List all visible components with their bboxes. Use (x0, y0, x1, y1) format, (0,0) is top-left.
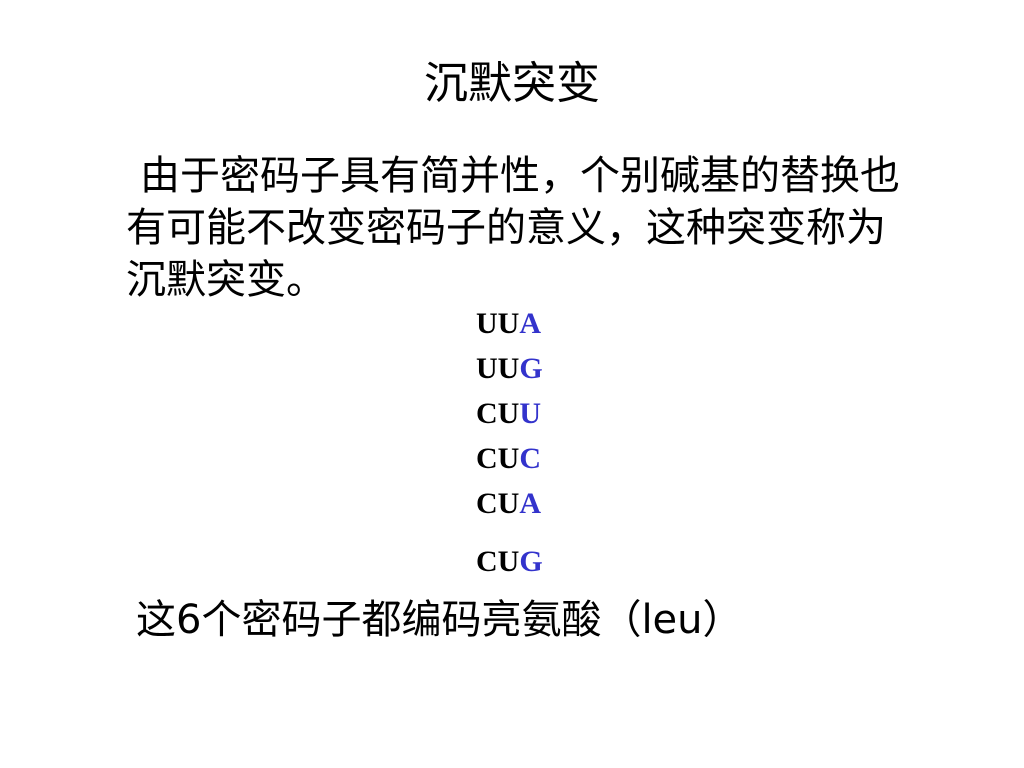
codon-prefix: CU (476, 545, 520, 578)
codon-prefix: UU (476, 352, 520, 385)
summary-text: 这6个密码子都编码亮氨酸（leu） (136, 597, 743, 643)
codon-third-base: A (519, 487, 542, 520)
codon-item: UUG (476, 351, 543, 387)
codon-prefix: UU (476, 307, 520, 340)
codon-item: UUA (476, 306, 541, 342)
codon-prefix: CU (476, 442, 520, 475)
explanation-paragraph: 由于密码子具有简并性，个别碱基的替换也有可能不改变密码子的意义，这种突变称为沉默… (126, 153, 900, 303)
codon-item: CUU (476, 396, 541, 432)
codon-item: CUC (476, 441, 541, 477)
codon-item: CUA (476, 486, 541, 522)
codon-third-base: A (519, 307, 542, 340)
codon-item: CUG (476, 544, 543, 580)
codon-prefix: CU (476, 487, 520, 520)
codon-third-base: G (519, 352, 543, 385)
codon-third-base: U (519, 397, 542, 430)
codon-third-base: C (519, 442, 542, 475)
codon-third-base: G (519, 545, 543, 578)
codon-prefix: CU (476, 397, 520, 430)
slide-title: 沉默突变 (424, 58, 600, 109)
